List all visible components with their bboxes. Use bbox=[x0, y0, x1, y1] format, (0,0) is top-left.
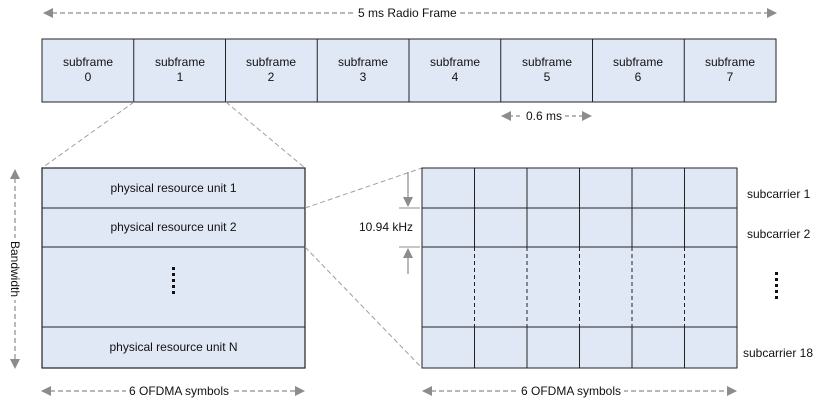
subframe-row bbox=[41, 38, 777, 103]
subcarrier-spacing-indicator bbox=[399, 172, 420, 274]
subcarrier-1-label: subcarrier 1 bbox=[747, 187, 811, 201]
zoom-line-top bbox=[304, 167, 423, 209]
resource-unit-ellipsis bbox=[172, 267, 175, 297]
subcarrier-18-label: subcarrier 18 bbox=[743, 346, 814, 360]
zoom-line-bottom bbox=[304, 246, 423, 369]
zoom-line-right bbox=[225, 101, 306, 169]
subframe-duration-label: 0.6 ms bbox=[523, 109, 566, 123]
resource-unit-1-label: physical resource unit 1 bbox=[110, 181, 237, 195]
radio-frame-label: 5 ms Radio Frame bbox=[355, 6, 460, 20]
subcarrier-ellipsis bbox=[775, 272, 778, 302]
subcarrier-spacing-label: 10.94 kHz bbox=[359, 220, 414, 234]
zoom-line-left bbox=[41, 101, 135, 169]
resource-unit-2-label: physical resource unit 2 bbox=[110, 220, 237, 234]
subcarrier-2-label: subcarrier 2 bbox=[747, 227, 811, 241]
ofdma-left-label: 6 OFDMA symbols bbox=[126, 384, 233, 398]
subcarrier-grid bbox=[421, 167, 738, 369]
bandwidth-label: Bandwidth bbox=[8, 237, 23, 301]
ofdma-right-label: 6 OFDMA symbols bbox=[518, 384, 625, 398]
resource-unit-n-label: physical resource unit N bbox=[109, 340, 238, 354]
